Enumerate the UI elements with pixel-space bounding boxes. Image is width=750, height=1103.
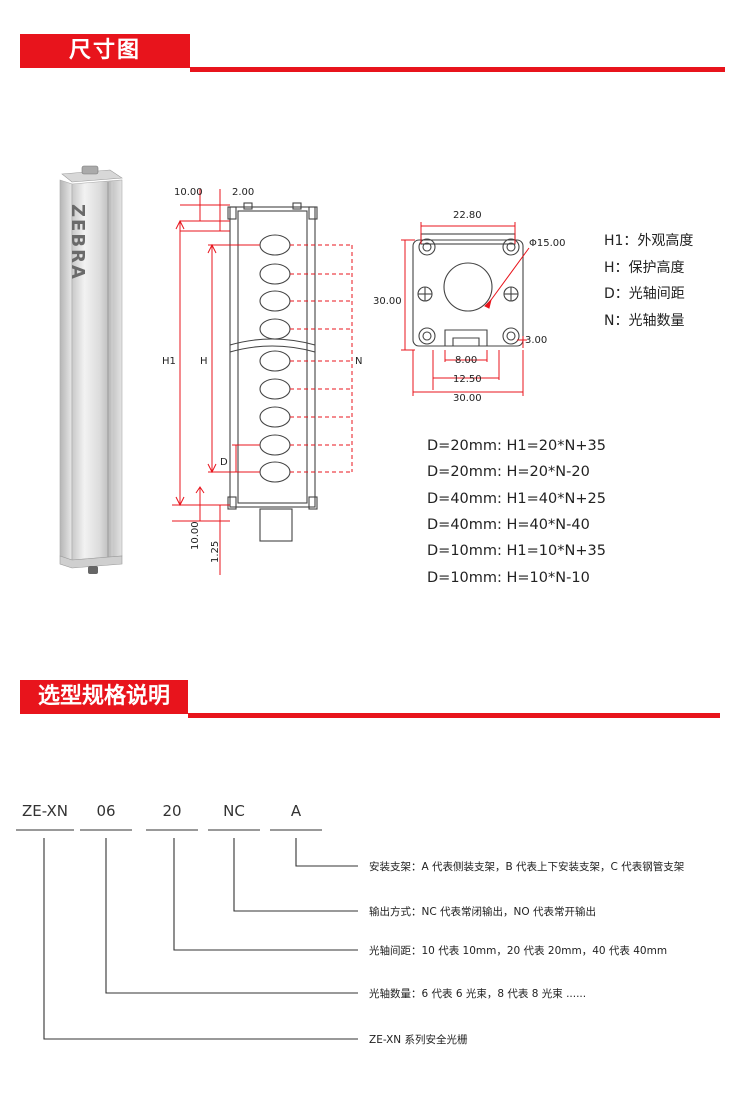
lens-array — [259, 234, 291, 483]
desc-series: ZE-XN 系列安全光栅 — [369, 1034, 468, 1046]
dim-mount: 12.50 — [453, 374, 482, 385]
code-beam-spacing: 20 — [162, 802, 182, 820]
product-image: ZEBRA — [50, 160, 140, 580]
dim-height: 30.00 — [373, 296, 402, 307]
section-rule — [188, 713, 720, 718]
section-rule — [190, 67, 725, 72]
desc-beam-count: 光轴数量：6 代表 6 光束，8 代表 8 光束 ...... — [369, 988, 587, 1000]
section-title-dimensions: 尺寸图 — [20, 34, 190, 68]
dim-slot: 8.00 — [455, 355, 477, 366]
light-curtain-illustration: ZEBRA — [59, 165, 123, 574]
brand-label: ZEBRA — [67, 204, 88, 281]
legend-n: N：光轴数量 — [604, 313, 685, 329]
label-h1: H1 — [162, 356, 176, 367]
dim-diameter: Φ15.00 — [529, 238, 566, 249]
section-header-selection: 选型规格说明 — [20, 680, 720, 718]
section-header-dimensions: 尺寸图 — [20, 34, 725, 72]
formula-item: D=20mm: H1=20*N+35 — [427, 438, 606, 454]
legend-h: H：保护高度 — [604, 260, 685, 276]
desc-bracket: 安装支架：A 代表侧装支架，B 代表上下安装支架，C 代表钢管支架 — [369, 861, 685, 873]
dim-top-left: 10.00 — [174, 187, 203, 198]
code-bracket: A — [290, 802, 302, 820]
front-view-drawing: 10.00 2.00 H1 H N D 10.00 1.25 — [160, 175, 390, 575]
dim-width: 22.80 — [453, 210, 482, 221]
formula-item: D=20mm: H=20*N-20 — [427, 464, 590, 480]
code-series: ZE-XN — [22, 802, 68, 820]
code-output: NC — [223, 802, 245, 820]
dim-bottom-right: 1.25 — [210, 541, 221, 563]
dim-bottom-left: 10.00 — [190, 521, 201, 550]
legend-d: D：光轴间距 — [604, 286, 685, 302]
desc-output: 输出方式：NC 代表常闭输出，NO 代表常开输出 — [369, 906, 596, 918]
top-view-drawing: 22.80 Φ15.00 30.00 8.00 3.00 12.50 30.00 — [365, 200, 585, 410]
legend-h1: H1：外观高度 — [604, 233, 694, 249]
label-n: N — [355, 356, 362, 367]
formula-item: D=40mm: H=40*N-40 — [427, 517, 590, 533]
label-h: H — [200, 356, 208, 367]
code-connector-lines — [0, 820, 750, 1060]
dim-top-right: 2.00 — [232, 187, 254, 198]
formula-item: D=10mm: H=10*N-10 — [427, 570, 590, 586]
formula-item: D=40mm: H1=40*N+25 — [427, 491, 606, 507]
code-beam-count: 06 — [96, 802, 116, 820]
formula-item: D=10mm: H1=10*N+35 — [427, 543, 606, 559]
desc-beam-spacing: 光轴间距：10 代表 10mm，20 代表 20mm，40 代表 40mm — [369, 945, 668, 957]
dim-total: 30.00 — [453, 393, 482, 404]
dim-edge: 3.00 — [525, 335, 547, 346]
label-d: D — [220, 457, 228, 468]
section-title-selection: 选型规格说明 — [20, 680, 188, 714]
